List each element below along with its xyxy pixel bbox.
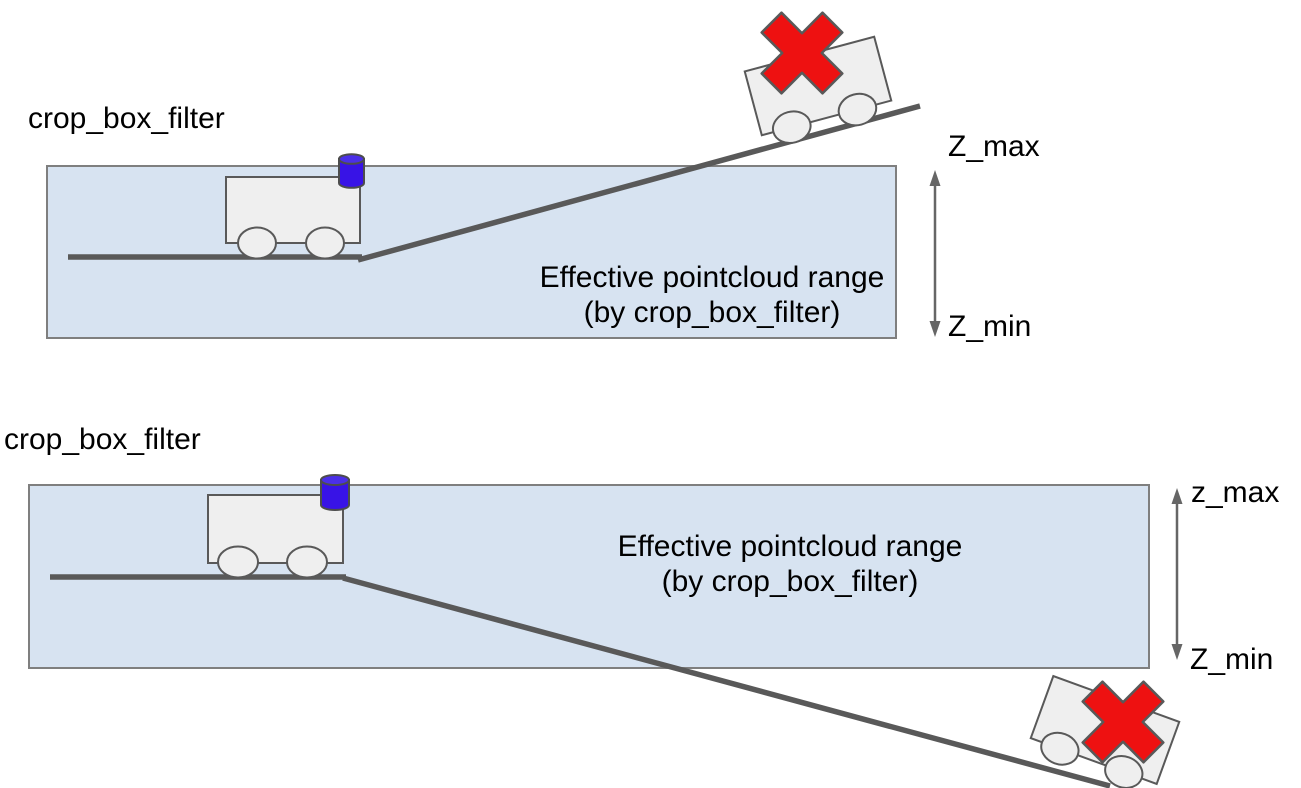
lidar-cylinder-top bbox=[338, 153, 365, 165]
lidar-sensor bbox=[338, 153, 365, 189]
lidar-sensor bbox=[320, 474, 350, 511]
lidar-cylinder-body bbox=[338, 158, 365, 189]
cart-wheel-rear bbox=[217, 545, 259, 579]
bottom-diagram bbox=[28, 474, 1183, 788]
z-range-arrow bbox=[929, 170, 941, 337]
arrow-down-icon bbox=[929, 321, 941, 337]
lidar-cylinder-body bbox=[320, 479, 350, 511]
downhill-slope-line bbox=[342, 575, 1111, 788]
excluded-cart-wheel-front bbox=[1104, 755, 1144, 788]
cart-wheel-front bbox=[286, 545, 328, 579]
z-range-arrow bbox=[1171, 488, 1183, 660]
top-range-label-line1: Effective pointcloud range bbox=[539, 261, 885, 294]
bottom-range-label-line2: (by crop_box_filter) bbox=[661, 565, 919, 598]
arrow-up-icon bbox=[929, 170, 941, 186]
arrow-down-icon bbox=[1171, 644, 1183, 660]
pointcloud-range-box bbox=[46, 165, 897, 339]
bottom-diagram-title: crop_box_filter bbox=[4, 423, 201, 456]
lidar-cylinder-top bbox=[320, 474, 350, 486]
excluded-cart-wheel-rear bbox=[1040, 731, 1080, 766]
bottom-range-label: Effective pointcloud range (by crop_box_… bbox=[590, 529, 990, 599]
excluded-cart-wheel-rear bbox=[771, 110, 812, 144]
top-diagram bbox=[46, 11, 941, 339]
top-z-max-label: Z_max bbox=[948, 130, 1040, 163]
ego-cart bbox=[225, 176, 361, 260]
excluded-cart-wheel-front bbox=[837, 92, 878, 127]
bottom-z-max-label: z_max bbox=[1191, 476, 1280, 509]
bottom-range-label-line1: Effective pointcloud range bbox=[617, 530, 963, 563]
cart-wheel-front bbox=[305, 226, 345, 260]
top-range-label-line2: (by crop_box_filter) bbox=[583, 296, 841, 329]
top-diagram-title: crop_box_filter bbox=[28, 102, 225, 135]
red-cross-icon bbox=[760, 11, 844, 95]
uphill-slope-line bbox=[357, 103, 921, 263]
top-range-label: Effective pointcloud range (by crop_box_… bbox=[512, 260, 912, 330]
red-cross-icon bbox=[1081, 680, 1165, 764]
cart-wheel-rear bbox=[237, 226, 277, 260]
top-z-min-label: Z_min bbox=[948, 310, 1032, 343]
arrow-up-icon bbox=[1171, 488, 1183, 504]
bottom-z-min-label: Z_min bbox=[1190, 643, 1274, 676]
